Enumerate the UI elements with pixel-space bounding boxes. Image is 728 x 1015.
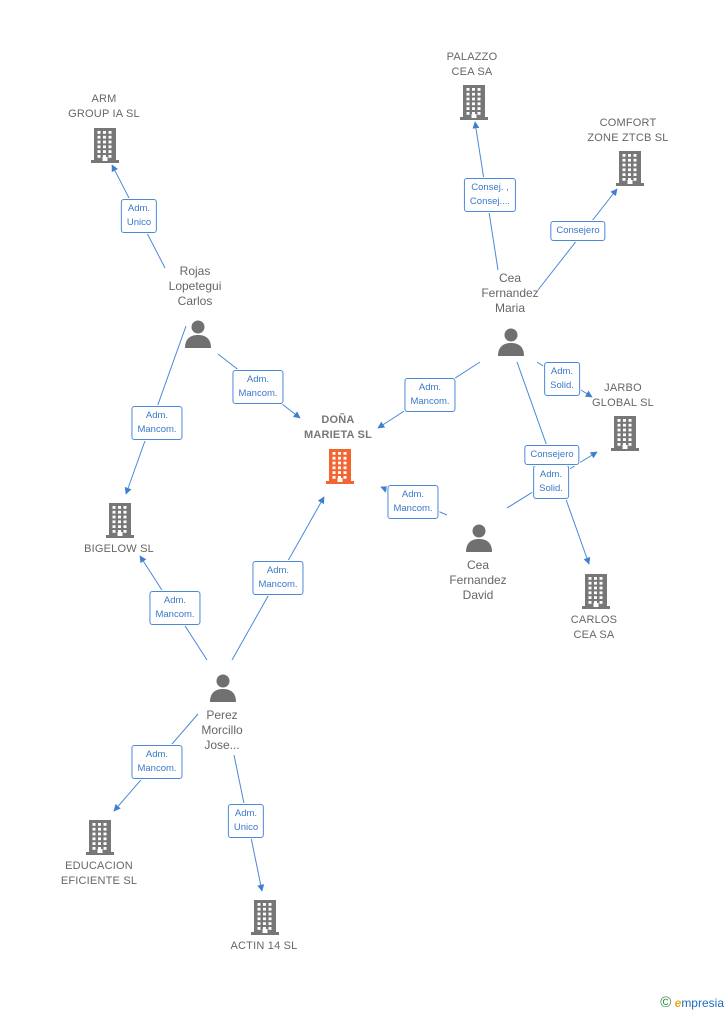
company-building-icon bbox=[91, 128, 119, 163]
node-label-actin[interactable]: ACTIN 14 SL bbox=[230, 940, 298, 952]
node-ceadavid[interactable] bbox=[464, 523, 494, 558]
person-icon bbox=[498, 328, 524, 356]
company-building-icon bbox=[251, 900, 279, 935]
copyright-icon: © bbox=[660, 994, 672, 1011]
node-carlos[interactable] bbox=[581, 573, 611, 614]
focus-company-building-icon bbox=[326, 449, 354, 484]
person-icon bbox=[210, 674, 236, 702]
edge-label-ceamaria-to-palazzo[interactable]: Consej. , Consej.... bbox=[463, 178, 517, 212]
node-rojas[interactable] bbox=[183, 319, 213, 354]
company-building-icon bbox=[582, 574, 610, 609]
node-label-ceadavid[interactable]: Cea Fernandez David bbox=[449, 558, 507, 602]
node-label-palazzo[interactable]: PALAZZO CEA SA bbox=[446, 51, 498, 78]
node-label-rojas[interactable]: Rojas Lopetegui Carlos bbox=[168, 264, 222, 308]
node-educacion[interactable] bbox=[85, 819, 115, 860]
edge-label-ceamaria-to-carlos[interactable]: Adm. Solid. bbox=[533, 465, 569, 499]
company-building-icon bbox=[616, 151, 644, 186]
node-label-arm[interactable]: ARM GROUP IA SL bbox=[68, 93, 140, 120]
company-building-icon bbox=[611, 416, 639, 451]
watermark: © empresia bbox=[660, 994, 724, 1011]
node-label-comfort[interactable]: COMFORT ZONE ZTCB SL bbox=[587, 117, 669, 144]
person-icon bbox=[466, 524, 492, 552]
node-label-educacion[interactable]: EDUCACION EFICIENTE SL bbox=[60, 860, 138, 887]
edge-label-perez-to-educacion[interactable]: Adm. Mancom. bbox=[131, 745, 183, 779]
edge-label-ceadavid-to-dona[interactable]: Adm. Mancom. bbox=[387, 485, 439, 519]
edge-label-rojas-to-arm[interactable]: Adm. Unico bbox=[120, 199, 158, 233]
node-label-bigelow[interactable]: BIGELOW SL bbox=[84, 543, 154, 555]
node-bigelow[interactable] bbox=[105, 502, 135, 543]
edge-label-rojas-to-dona[interactable]: Adm. Mancom. bbox=[232, 370, 284, 404]
node-comfort[interactable] bbox=[615, 150, 645, 191]
node-arm[interactable] bbox=[90, 127, 120, 168]
node-ceamaria[interactable] bbox=[496, 327, 526, 362]
edge-label-rojas-to-bigelow[interactable]: Adm. Mancom. bbox=[131, 406, 183, 440]
edge-label-perez-to-dona[interactable]: Adm. Mancom. bbox=[252, 561, 304, 595]
company-building-icon bbox=[460, 85, 488, 120]
edge-label-ceamaria-to-comfort[interactable]: Consejero bbox=[550, 221, 606, 241]
node-actin[interactable] bbox=[250, 899, 280, 940]
edge-label-perez-to-actin[interactable]: Adm. Unico bbox=[227, 804, 265, 838]
edge-label-ceamaria-to-jarbo[interactable]: Adm. Solid. bbox=[544, 362, 580, 396]
node-label-ceamaria[interactable]: Cea Fernandez Maria bbox=[481, 271, 539, 315]
company-building-icon bbox=[106, 503, 134, 538]
node-label-carlos[interactable]: CARLOS CEA SA bbox=[570, 614, 618, 641]
node-palazzo[interactable] bbox=[459, 84, 489, 125]
edge-label-ceadavid-to-jarbo[interactable]: Consejero bbox=[524, 445, 580, 465]
company-building-icon bbox=[86, 820, 114, 855]
node-dona[interactable] bbox=[325, 448, 355, 489]
node-label-perez[interactable]: Perez Morcillo Jose... bbox=[201, 708, 243, 752]
node-jarbo[interactable] bbox=[610, 415, 640, 456]
node-perez[interactable] bbox=[208, 673, 238, 708]
node-label-jarbo[interactable]: JARBO GLOBAL SL bbox=[592, 382, 654, 409]
brand-initial: e bbox=[674, 996, 682, 1010]
node-label-dona[interactable]: DOÑA MARIETA SL bbox=[304, 414, 372, 441]
edge-label-ceamaria-to-dona[interactable]: Adm. Mancom. bbox=[404, 378, 456, 412]
edge-label-perez-to-bigelow[interactable]: Adm. Mancom. bbox=[149, 591, 201, 625]
person-icon bbox=[185, 320, 211, 348]
brand-name: mpresia bbox=[681, 996, 724, 1010]
